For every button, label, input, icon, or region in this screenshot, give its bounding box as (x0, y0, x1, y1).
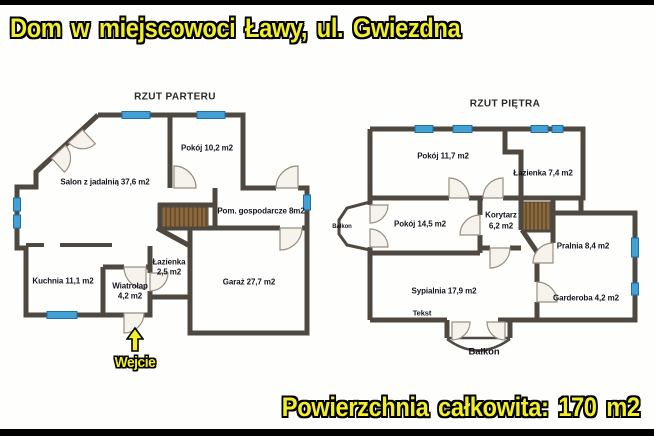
ground-doors (50, 128, 303, 334)
upper-stairs (522, 201, 551, 231)
ground-windows (13, 111, 311, 319)
upper-windows (414, 125, 639, 296)
entrance-label: Wejcie (114, 354, 156, 371)
room-label-pokoj-parter: Pokój 10,2 m2 (180, 143, 234, 153)
left-balcony-double-door (369, 204, 389, 248)
room-label-balkon-bottom: Balkon (468, 346, 500, 358)
ground-stairs (161, 206, 209, 228)
room-label-korytarz-area: 6,2 m2 (488, 221, 514, 231)
ground-floor-plan-drawing (13, 111, 311, 336)
room-label-pokoj-145: Pokój 14,5 m2 (393, 219, 447, 229)
room-label-kuchnia: Kuchnia 11,1 m2 (32, 276, 94, 286)
upper-floor-plan-drawing (337, 125, 639, 352)
room-label-garderoba: Garderoba 4,2 m2 (553, 293, 619, 303)
room-label-wiatrolap-area: 4,2 m2 (117, 291, 143, 301)
ground-floor-title: RZUT PARTERU (134, 91, 216, 103)
upper-outer-walls (367, 126, 638, 338)
total-area-text: Powierzchnia całkowita: 170 m2 (282, 392, 640, 422)
bottom-balcony-double-door (451, 321, 506, 341)
room-label-tekst: Tekst (412, 308, 432, 318)
room-label-sypialnia: Sypialnia 17,9 m2 (411, 286, 477, 296)
room-label-pralnia: Pralnia 8,4 m2 (556, 241, 610, 251)
room-label-salon: Salon z jadalnią 37,6 m2 (60, 177, 150, 187)
room-label-wiatrolap: Wiatrołap (112, 281, 148, 291)
room-label-pom-gospodarcze: Pom. gospodarcze 8m2 (217, 206, 305, 216)
room-label-korytarz: Korytarz (485, 210, 517, 220)
salon-double-door (50, 128, 97, 174)
room-label-lazienka-parter-area: 2,5 m2 (156, 267, 182, 277)
left-balcony-outline (337, 200, 371, 252)
room-label-pokoj-117: Pokój 11,7 m2 (417, 151, 469, 161)
upper-floor-title: RZUT PIĘTRA (469, 98, 541, 110)
room-label-balkon-left: Balkon (332, 224, 352, 230)
page-title: Dom w miejscowoci Ławy, ul. Gwiezdna (10, 13, 461, 43)
room-label-lazienka-pietro: Łazienka 7,4 m2 (513, 168, 573, 178)
upper-doors (369, 177, 558, 341)
entrance-arrow-icon (126, 327, 144, 352)
bottom-black-bar (0, 429, 654, 436)
room-label-lazienka-parter: Łazienka (152, 257, 186, 267)
top-black-bar (0, 0, 654, 5)
room-label-garaz: Garaż 27,7 m2 (222, 277, 276, 287)
